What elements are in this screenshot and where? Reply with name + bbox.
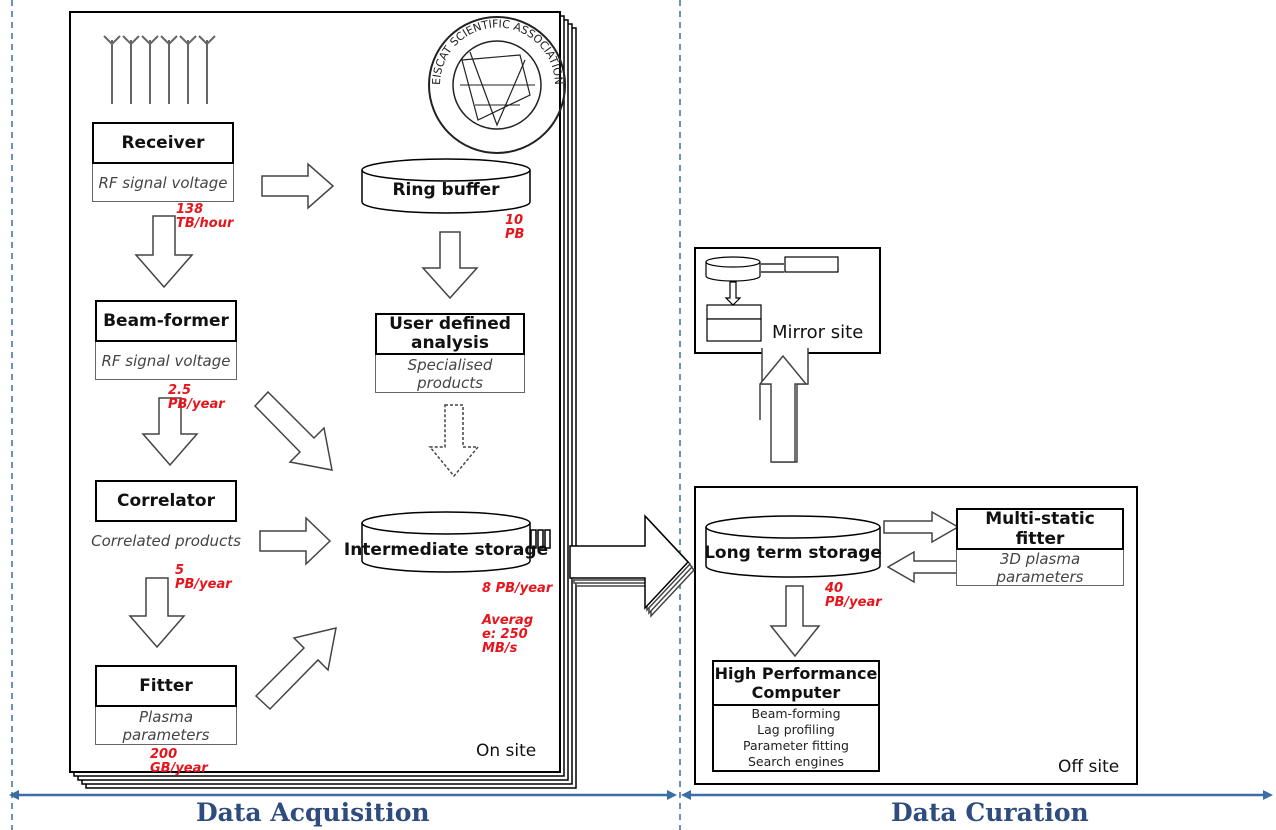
lts-to-multistatic-arrow [883,510,960,544]
fitter-output: Plasma parameters [95,707,237,745]
multistatic-box: Multi-static fitter [956,508,1124,550]
mirror-site-label: Mirror site [772,322,864,343]
multistatic-output-label: 3D plasma parameters [996,549,1084,586]
beamformer-output: RF signal voltage [95,342,237,380]
receiver-output-label: RF signal voltage [98,173,228,192]
off-site-label: Off site [1058,757,1120,777]
hpc-task: Lag profiling [757,722,835,737]
hpc-tasks: Beam-forming Lag profiling Parameter fit… [712,706,880,772]
beamformer-diag-arrow [253,390,333,471]
beamformer-output-label: RF signal voltage [101,351,231,370]
export-arrow [569,514,690,610]
multistatic-title: Multi-static fitter [985,509,1095,549]
fitter-rate: 200 GB/year [150,747,208,776]
receiver-title: Receiver [121,133,205,153]
on-site-label: On site [476,741,537,761]
hpc-box: High Performance Computer [712,660,880,706]
buffer-down-arrow [421,231,479,300]
hpc-task: Search engines [747,754,845,769]
fitter-output-label: Plasma parameters [122,707,210,744]
fitter-diag-arrow [254,627,337,711]
beamformer-down-arrow [141,397,199,467]
long-term-rate: 40 PB/year [825,581,882,610]
hpc-task: Beam-forming [751,706,841,721]
ring-buffer-rate: 10 PB [505,213,525,242]
ring-buffer-cylinder [361,158,531,214]
correlator-box: Correlator [95,480,237,522]
receiver-output: RF signal voltage [92,164,234,202]
beamformer-title: Beam-former [103,311,229,331]
receiver-rate: 138 TB/hour [176,202,234,231]
fitter-box: Fitter [95,665,237,707]
mirror-site-mini-diagram [705,256,839,342]
intermediate-storage-cylinder [361,511,551,573]
acquisition-label: Data Acquisition [196,798,430,827]
intermediate-average: Averag e: 250 MB/s [482,613,534,656]
receiver-to-buffer-arrow [261,162,335,210]
correlator-right-arrow [259,516,332,566]
intermediate-storage-title: Intermediate storage [343,540,549,560]
correlator-output-label: Correlated products [91,532,241,550]
user-analysis-output: Specialised products [375,355,525,393]
flow-arrows [128,162,963,711]
lts-down-arrow [769,585,821,658]
long-term-storage-title: Long term storage [704,543,882,563]
beamformer-rate: 2.5 PB/year [168,383,225,412]
ring-buffer-title: Ring buffer [392,180,500,200]
correlator-rate: 5 PB/year [175,563,232,592]
mirror-up-arrow [759,354,808,463]
intermediate-rate: 8 PB/year [482,581,553,596]
user-analysis-box: User defined analysis [375,313,525,355]
receiver-down-arrow [134,215,194,289]
correlator-down-arrow [128,577,186,649]
fitter-title: Fitter [139,676,193,696]
user-analysis-title: User defined analysis [389,314,511,353]
correlator-title: Correlator [117,491,215,511]
long-term-storage-cylinder [705,515,881,578]
hpc-task: Parameter fitting [742,738,849,753]
correlator-output: Correlated products [78,522,254,560]
user-analysis-output-label: Specialised products [407,355,493,392]
hpc-title: High Performance Computer [714,664,878,702]
antenna-array-icon [103,35,216,104]
analysis-down-arrow [428,404,480,478]
beamformer-box: Beam-former [95,300,237,342]
curation-label: Data Curation [891,798,1089,827]
multistatic-output: 3D plasma parameters [956,550,1124,586]
multistatic-to-lts-arrow [886,550,963,584]
receiver-box: Receiver [92,122,234,164]
